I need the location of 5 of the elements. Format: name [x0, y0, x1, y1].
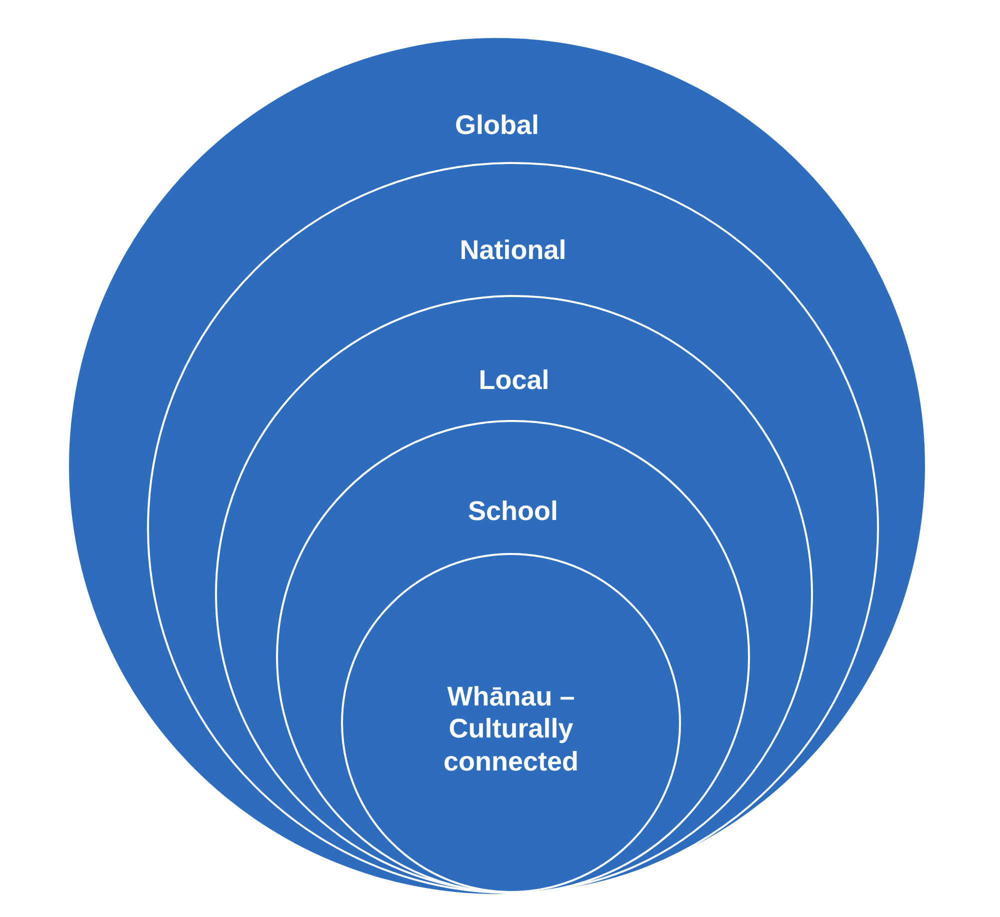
circle-label: Global — [454, 108, 540, 142]
circle-label: Local — [478, 364, 550, 396]
circle-label: National — [458, 234, 568, 266]
circle-label: School — [466, 494, 559, 528]
circle-label: Whānau – Culturally connected — [442, 680, 580, 778]
